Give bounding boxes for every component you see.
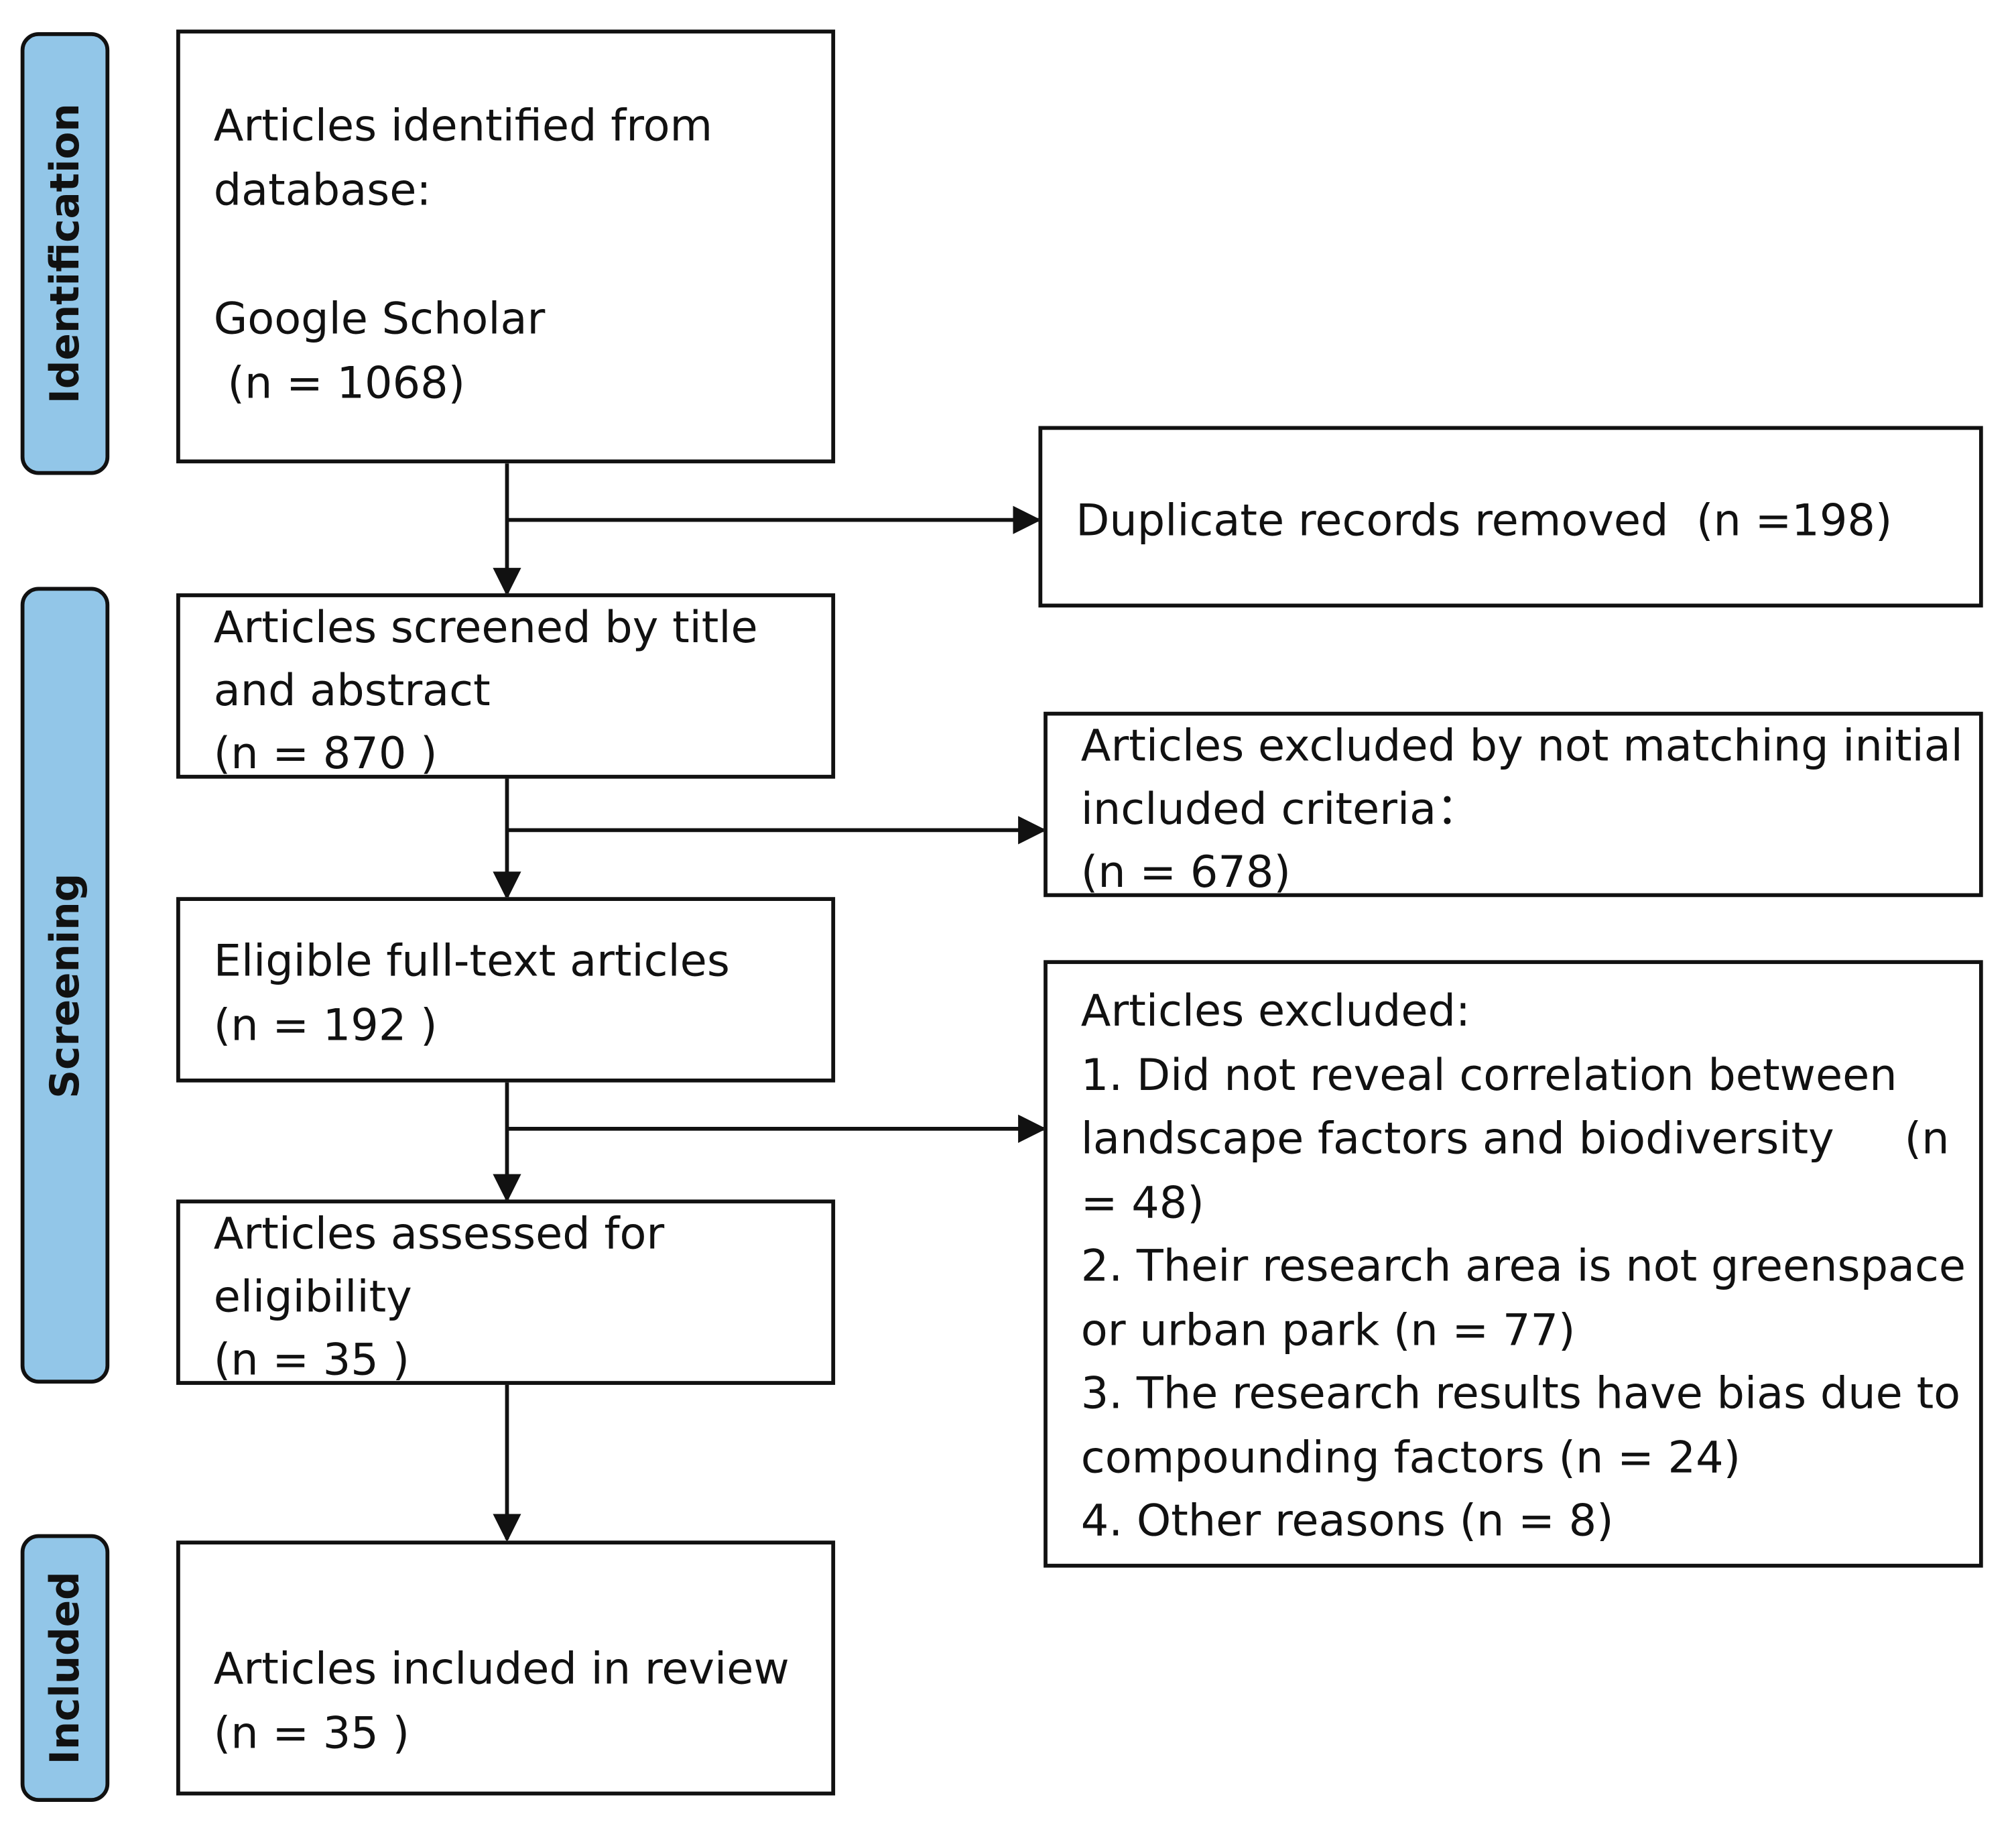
phase-included: Included	[20, 1534, 110, 1802]
excluded-full-line-6: or urban park (n = 77)	[1080, 1304, 1576, 1356]
included-count: (n = 35 )	[213, 1707, 410, 1760]
excluded-full-line-9: 4. Other reasons (n = 8)	[1080, 1496, 1614, 1547]
assessed-count: (n = 35 )	[213, 1335, 410, 1386]
box-excluded-full: Articles excluded: 1. Did not reveal cor…	[1044, 960, 1983, 1568]
screened-count: (n = 870 )	[213, 728, 438, 780]
box-excluded-initial: Articles excluded by not matching initia…	[1044, 711, 1983, 898]
included-line-1: Articles included in review	[213, 1643, 790, 1695]
excluded-initial-line-2: included criteria：	[1080, 784, 1480, 836]
eligible-line-1: Eligible full-text articles	[213, 935, 730, 987]
excluded-full-line-4: = 48)	[1080, 1176, 1204, 1229]
excluded-full-line-8: compounding factors (n = 24)	[1080, 1432, 1741, 1483]
excluded-full-line-7: 3. The research results have bias due to	[1080, 1367, 1961, 1420]
box-eligible: Eligible full-text articles (n = 192 )	[176, 897, 836, 1083]
excluded-full-line-3: landscape factors and biodiversity (n	[1081, 1108, 1979, 1172]
box-screened: Articles screened by title and abstract …	[176, 593, 836, 780]
excluded-full-line-5: 2. Their research area is not greenspace	[1080, 1240, 1966, 1292]
screened-line-1: Articles screened by title	[213, 602, 758, 654]
box-identified: Articles identified from database: Googl…	[176, 29, 836, 464]
identified-line-1: Articles identified from	[213, 100, 713, 152]
excluded-full-line-2: 1. Did not reveal correlation between	[1080, 1049, 1897, 1101]
box-included: Articles included in review (n = 35 )	[176, 1540, 836, 1796]
box-assessed: Articles assessed for eligibility (n = 3…	[176, 1199, 836, 1386]
eligible-count: (n = 192 )	[213, 999, 438, 1052]
phase-identification: Identification	[20, 32, 110, 475]
duplicates-line-1: Duplicate records removed (n =198)	[1076, 495, 1893, 547]
phase-screening: Screening	[20, 587, 110, 1384]
identified-line-3: Google Scholar	[213, 293, 546, 345]
excluded-full-line-3a: landscape factors and biodiversity	[1080, 1113, 1834, 1165]
excluded-full-line-3b: (n	[1904, 1113, 1950, 1165]
identified-count: (n = 1068)	[213, 357, 466, 410]
assessed-line-2: eligibility	[213, 1271, 412, 1323]
assessed-line-1: Articles assessed for	[213, 1208, 665, 1260]
identified-line-2: database:	[213, 164, 432, 217]
excluded-full-heading: Articles excluded:	[1080, 985, 1470, 1038]
screened-line-2: and abstract	[213, 665, 491, 717]
excluded-initial-count: (n = 678)	[1080, 847, 1291, 899]
box-duplicates: Duplicate records removed (n =198)	[1038, 426, 1983, 608]
excluded-initial-line-1: Articles excluded by not matching initia…	[1080, 721, 1963, 772]
